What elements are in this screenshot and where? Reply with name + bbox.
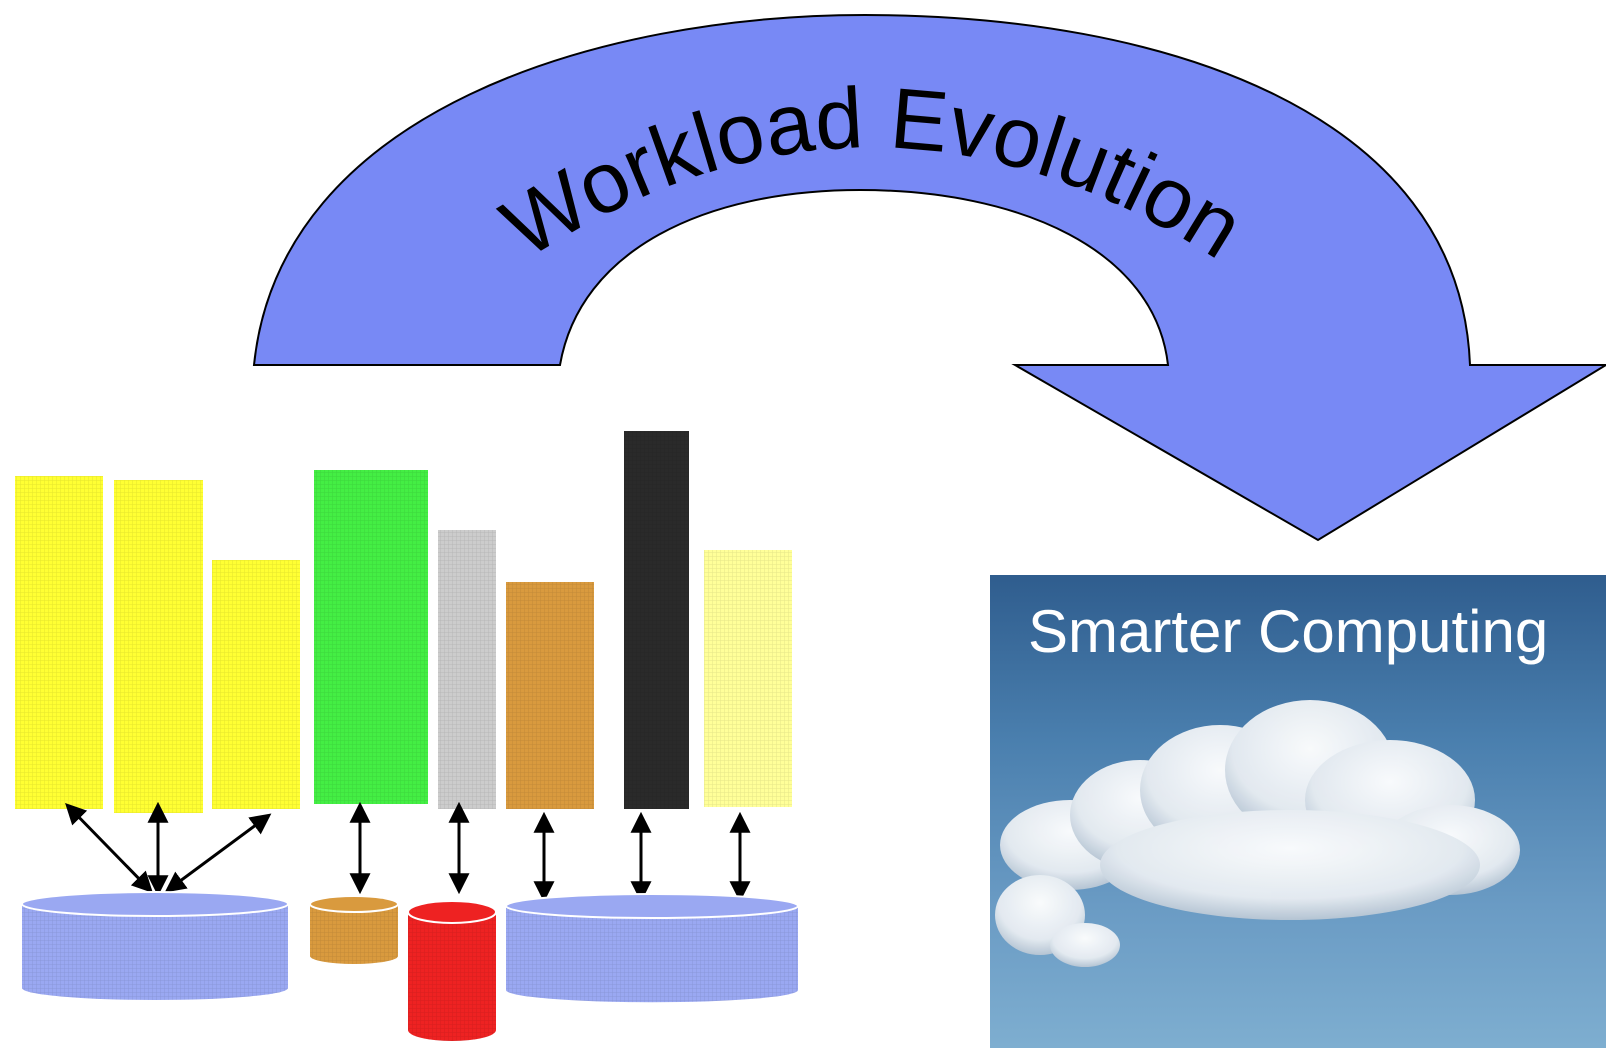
arrow-bar3-disk1	[164, 813, 272, 893]
workload-bars	[15, 431, 792, 813]
disk-orange-small	[309, 895, 399, 964]
smarter-computing-panel: Smarter Computing	[990, 575, 1606, 1048]
disk-blue-right	[505, 893, 799, 1003]
workload-evolution-arrow	[252, 13, 1606, 542]
disk-blue-left	[21, 891, 289, 1000]
arrow-bar1-disk1	[65, 802, 153, 894]
connection-arrows	[65, 801, 751, 903]
panel-title: Smarter Computing	[1028, 598, 1549, 665]
cloud-image	[995, 700, 1520, 967]
disk-red	[407, 900, 497, 1041]
